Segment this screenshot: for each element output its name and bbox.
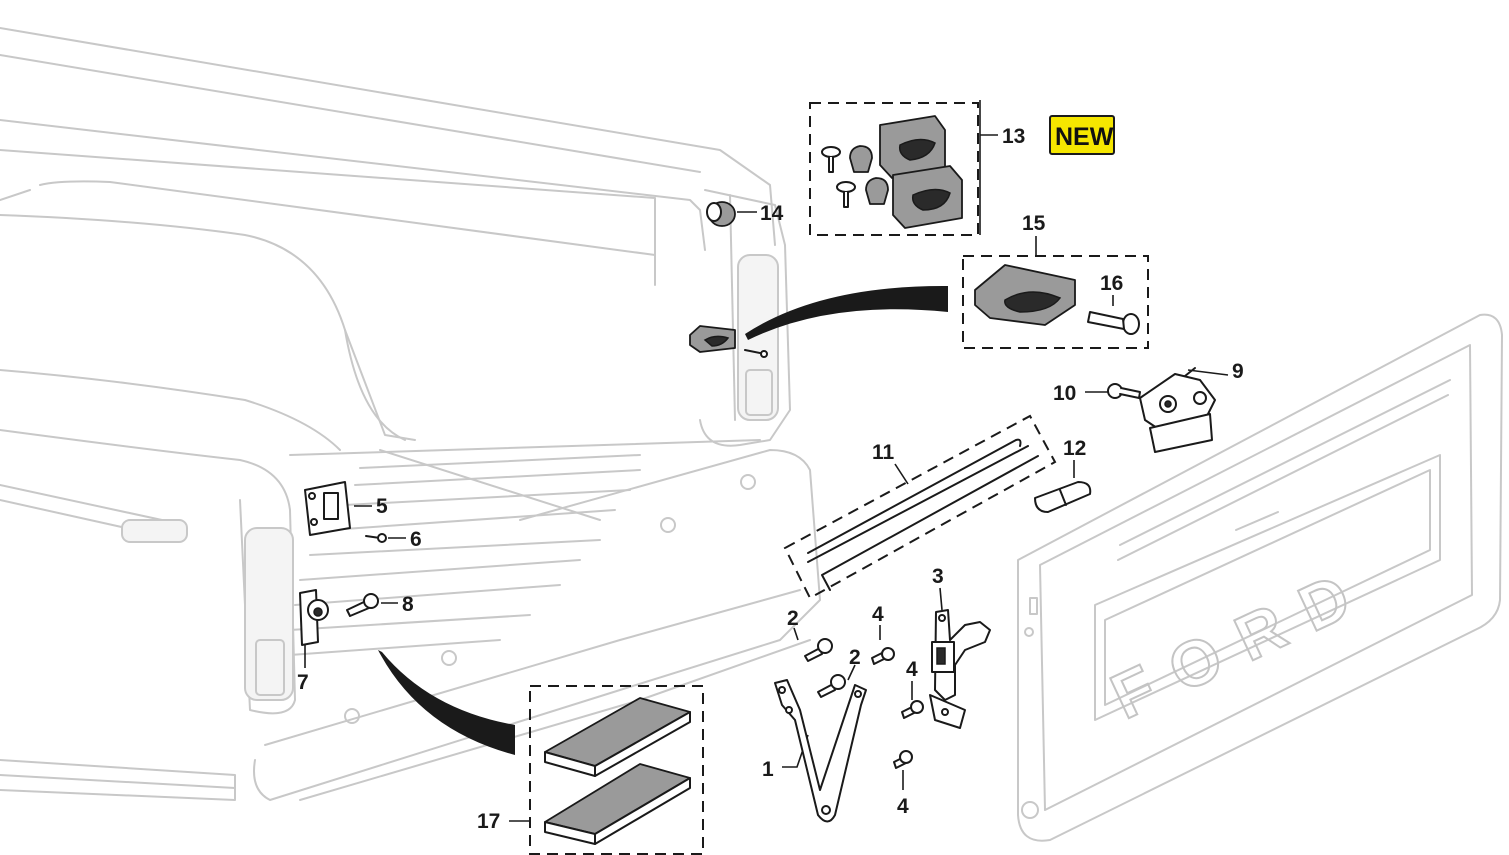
leader-lines bbox=[304, 100, 1229, 822]
part-10-bolt: 10 bbox=[1053, 382, 1141, 405]
detail-swoosh-upper bbox=[745, 285, 948, 340]
part-12-clip: 12 bbox=[1034, 437, 1092, 513]
part-4-bolt-b: 4 bbox=[901, 658, 924, 719]
callout-4a: 4 bbox=[872, 603, 884, 626]
part-11-kit-box bbox=[783, 414, 1057, 600]
part-8-bolt: 8 bbox=[346, 593, 414, 617]
screw-16 bbox=[1087, 311, 1140, 335]
part-1-bracket: 1 bbox=[762, 679, 867, 823]
callout-1: 1 bbox=[762, 758, 774, 781]
callout-11: 11 bbox=[872, 441, 895, 464]
callout-9: 9 bbox=[1232, 360, 1244, 383]
callout-8: 8 bbox=[402, 593, 414, 616]
part-13-kit-box bbox=[809, 102, 979, 236]
callout-16: 16 bbox=[1100, 272, 1123, 295]
part-7-striker: 7 bbox=[297, 589, 329, 694]
callout-2b: 2 bbox=[849, 646, 861, 669]
callout-7: 7 bbox=[297, 671, 309, 694]
clip-lower bbox=[865, 177, 889, 205]
part-6-screw: 6 bbox=[365, 528, 422, 551]
part-5-striker-plate: 5 bbox=[304, 481, 388, 536]
bumper-pad-large bbox=[974, 264, 1076, 326]
callout-4c: 4 bbox=[897, 795, 909, 818]
part-3-latch: 3 bbox=[929, 565, 991, 729]
callout-13: 13 bbox=[1002, 125, 1025, 148]
callout-6: 6 bbox=[410, 528, 422, 551]
callout-15: 15 bbox=[1022, 212, 1046, 235]
screw-small-lower bbox=[836, 181, 856, 208]
pad-strip-upper bbox=[544, 697, 691, 777]
part-15-kit-box bbox=[962, 255, 1149, 349]
detail-swoosh-lower bbox=[378, 650, 515, 755]
part-9-latch: 9 bbox=[1139, 360, 1244, 453]
part-17-group: 17 bbox=[477, 685, 704, 855]
part-17-kit-box bbox=[529, 685, 704, 855]
pad-strip-lower bbox=[544, 763, 691, 845]
callout-3: 3 bbox=[932, 565, 944, 588]
callout-10: 10 bbox=[1053, 382, 1076, 405]
part-14-bumper: 14 bbox=[706, 201, 784, 227]
part-2-bolt-a: 2 bbox=[787, 607, 833, 662]
callout-2a: 2 bbox=[787, 607, 799, 630]
screw-small-upper bbox=[821, 146, 841, 173]
part-2-bolt-b: 2 bbox=[817, 646, 861, 698]
bumper-pad-upper bbox=[879, 115, 946, 179]
part-13-group: 13 bbox=[809, 102, 1025, 236]
part-15-group: 15 16 bbox=[962, 212, 1149, 349]
part-11-group: 11 bbox=[783, 414, 1057, 600]
callout-17: 17 bbox=[477, 810, 500, 833]
callout-5: 5 bbox=[376, 495, 388, 518]
new-badge-text: NEW bbox=[1055, 123, 1114, 151]
tailgate-ford-lettering: FORD bbox=[1100, 550, 1382, 732]
callout-14: 14 bbox=[760, 202, 784, 225]
part-4-bolt-a: 4 bbox=[871, 603, 895, 665]
callout-4b: 4 bbox=[906, 658, 918, 681]
pillar-striker bbox=[689, 325, 768, 358]
tailgate-outline: FORD bbox=[1017, 313, 1503, 842]
new-badge: NEW bbox=[1049, 115, 1115, 155]
part-4-bolt-c: 4 bbox=[893, 750, 913, 818]
callout-12: 12 bbox=[1063, 437, 1086, 460]
clip-upper bbox=[849, 145, 873, 173]
bumper-pad-lower bbox=[892, 165, 963, 229]
